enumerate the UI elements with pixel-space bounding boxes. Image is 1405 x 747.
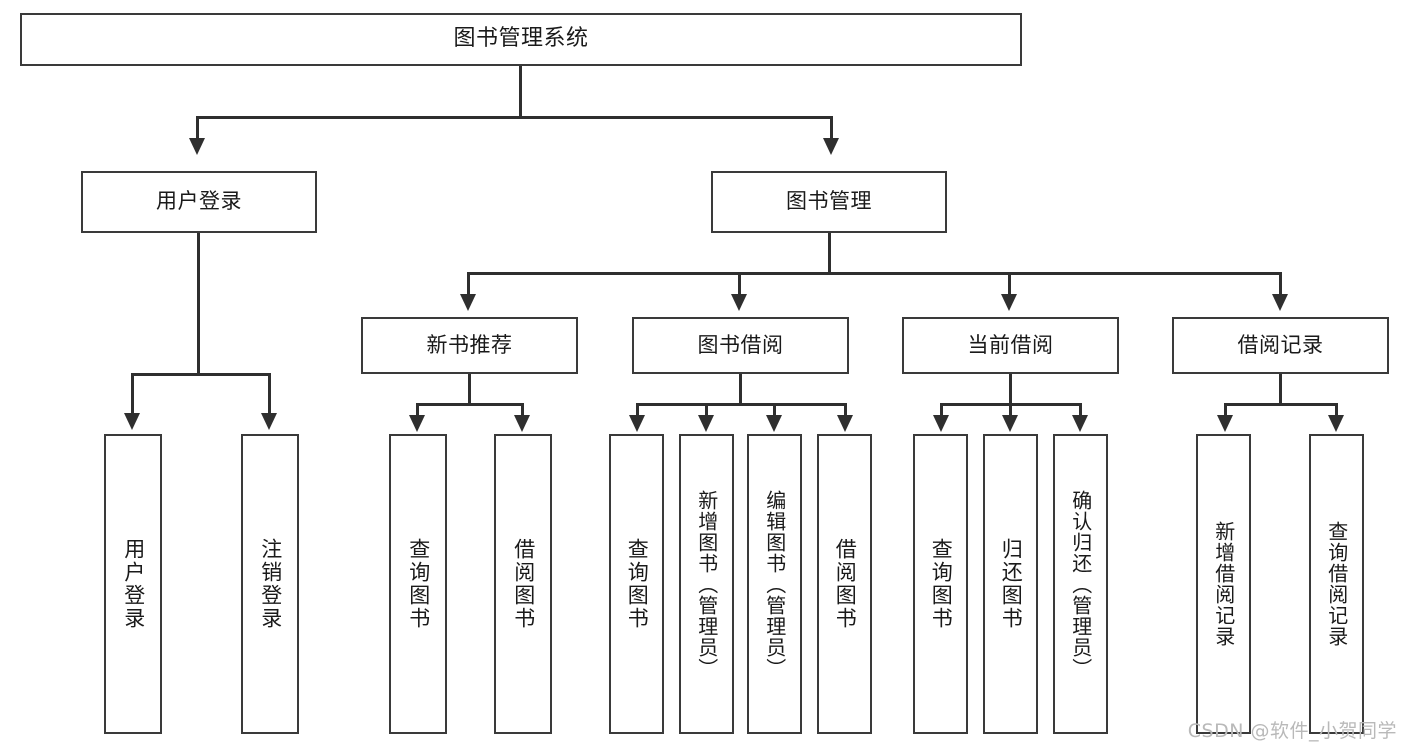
node-label: 用户登录	[121, 538, 146, 630]
connector-br-drop-2	[1335, 403, 1338, 417]
connector-new-book-stem	[468, 374, 471, 406]
connector-root-stem	[519, 66, 522, 118]
connector-cb-drop-1	[940, 403, 943, 417]
node-new-book-recommend[interactable]: 新书推荐	[361, 317, 578, 374]
connector-borrow-record-bus	[1224, 403, 1338, 406]
node-current-borrow[interactable]: 当前借阅	[902, 317, 1119, 374]
arrow-to-leaf-br-query	[1328, 415, 1344, 432]
leaf-new-book-query[interactable]: 查询图书	[389, 434, 447, 734]
connector-bm-drop-3	[1008, 272, 1011, 296]
leaf-return-book[interactable]: 归还图书	[983, 434, 1038, 734]
leaf-add-borrow-record[interactable]: 新增借阅记录	[1196, 434, 1251, 734]
connector-user-login-drop-1	[131, 373, 134, 415]
leaf-confirm-return[interactable]: 确认归还（管理员）	[1053, 434, 1108, 734]
leaf-book-add[interactable]: 新增图书（管理员）	[679, 434, 734, 734]
node-label: 用户登录	[156, 189, 242, 214]
connector-book-borrow-stem	[739, 374, 742, 406]
node-label: 图书管理	[786, 189, 872, 214]
node-label: 查询图书	[406, 538, 431, 630]
connector-user-login-stem	[197, 233, 200, 375]
connector-user-login-drop-2	[268, 373, 271, 415]
node-label: 查询图书	[625, 538, 650, 630]
connector-borrow-record-stem	[1279, 374, 1282, 406]
node-label: 当前借阅	[967, 332, 1054, 357]
arrow-to-leaf-bb-query	[629, 415, 645, 432]
leaf-book-borrow-action[interactable]: 借阅图书	[817, 434, 872, 734]
connector-bb-drop-4	[844, 403, 847, 417]
connector-bm-drop-2	[738, 272, 741, 296]
node-label: 查询图书	[929, 538, 954, 630]
leaf-logout[interactable]: 注销登录	[241, 434, 299, 734]
connector-root-drop-2	[830, 116, 833, 140]
connector-user-login-bus	[131, 373, 271, 376]
connector-book-borrow-bus	[636, 403, 847, 406]
node-book-management[interactable]: 图书管理	[711, 171, 947, 233]
node-label: 编辑图书（管理员）	[762, 489, 787, 679]
node-root-system[interactable]: 图书管理系统	[20, 13, 1022, 66]
connector-cb-drop-2	[1009, 403, 1012, 417]
node-label: 新书推荐	[426, 332, 513, 357]
connector-bm-drop-1	[467, 272, 470, 296]
connector-nb-drop-2	[521, 403, 524, 417]
connector-new-book-bus	[416, 403, 524, 406]
leaf-book-edit[interactable]: 编辑图书（管理员）	[747, 434, 802, 734]
node-label: 图书借阅	[697, 332, 784, 357]
arrow-to-leaf-cb-return	[1002, 415, 1018, 432]
node-label: 查询借阅记录	[1324, 521, 1349, 647]
arrow-to-leaf-bb-add	[698, 415, 714, 432]
connector-book-management-stem	[828, 233, 831, 275]
arrow-to-leaf-bb-borrow	[837, 415, 853, 432]
arrow-to-leaf-br-add	[1217, 415, 1233, 432]
connector-root-drop-1	[196, 116, 199, 140]
node-label: 新增借阅记录	[1211, 521, 1236, 647]
connector-book-management-bus	[467, 272, 1282, 275]
connector-root-bus	[196, 116, 833, 119]
node-label: 注销登录	[258, 538, 283, 630]
arrow-to-leaf-logout	[261, 413, 277, 430]
node-label: 归还图书	[999, 538, 1024, 630]
arrow-to-user-login	[189, 138, 205, 155]
arrow-to-leaf-cb-query	[933, 415, 949, 432]
node-borrow-record[interactable]: 借阅记录	[1172, 317, 1389, 374]
node-label: 借阅图书	[511, 538, 536, 630]
arrow-to-leaf-nb-query	[409, 415, 425, 432]
connector-nb-drop-1	[416, 403, 419, 417]
arrow-to-leaf-nb-borrow	[514, 415, 530, 432]
arrow-to-leaf-cb-confirm	[1072, 415, 1088, 432]
connector-current-borrow-stem	[1009, 374, 1012, 406]
csdn-watermark: CSDN @软件_小贺同学	[1187, 720, 1397, 742]
arrow-to-new-book	[460, 294, 476, 311]
leaf-query-borrow-record[interactable]: 查询借阅记录	[1309, 434, 1364, 734]
node-label: 借阅图书	[833, 538, 858, 630]
arrow-to-current-borrow	[1001, 294, 1017, 311]
node-book-borrow[interactable]: 图书借阅	[632, 317, 849, 374]
leaf-user-login[interactable]: 用户登录	[104, 434, 162, 734]
connector-br-drop-1	[1224, 403, 1227, 417]
arrow-to-borrow-record	[1272, 294, 1288, 311]
connector-bm-drop-4	[1279, 272, 1282, 296]
node-user-login[interactable]: 用户登录	[81, 171, 317, 233]
arrow-to-book-borrow	[731, 294, 747, 311]
arrow-to-book-manage	[823, 138, 839, 155]
node-label: 确认归还（管理员）	[1068, 489, 1093, 679]
node-label: 图书管理系统	[453, 26, 589, 52]
connector-bb-drop-1	[636, 403, 639, 417]
arrow-to-leaf-user-login	[124, 413, 140, 430]
connector-bb-drop-3	[773, 403, 776, 417]
node-label: 新增图书（管理员）	[694, 489, 719, 679]
leaf-book-borrow-query[interactable]: 查询图书	[609, 434, 664, 734]
leaf-current-query[interactable]: 查询图书	[913, 434, 968, 734]
leaf-new-book-borrow[interactable]: 借阅图书	[494, 434, 552, 734]
node-label: 借阅记录	[1237, 332, 1324, 357]
connector-bb-drop-2	[705, 403, 708, 417]
arrow-to-leaf-bb-edit	[766, 415, 782, 432]
connector-cb-drop-3	[1079, 403, 1082, 417]
